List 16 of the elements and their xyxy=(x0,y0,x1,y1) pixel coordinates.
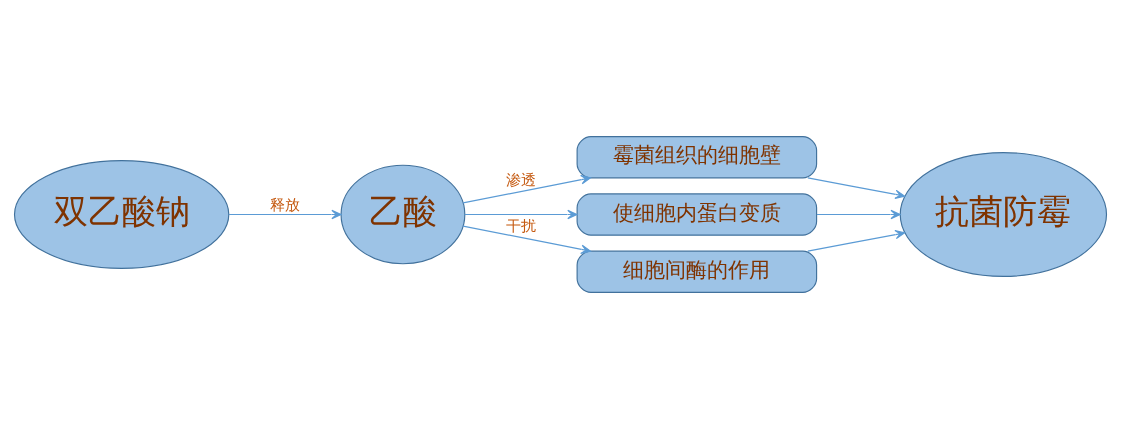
arrow xyxy=(228,209,342,219)
node-ellipse: 抗菌防霉 xyxy=(899,151,1108,277)
edge-label: 干扰 xyxy=(505,216,536,235)
edge-label: 渗透 xyxy=(505,170,536,189)
arrow xyxy=(816,209,901,219)
arrow xyxy=(464,209,578,219)
node-box: 使细胞内蛋白变质 xyxy=(576,192,818,236)
arrow xyxy=(807,229,906,252)
node-ellipse: 双乙酸钠 xyxy=(13,159,230,269)
node-box: 霉菌组织的细胞壁 xyxy=(576,135,818,178)
node-ellipse: 乙酸 xyxy=(340,164,466,264)
arrow xyxy=(807,176,906,199)
node-box: 细胞间酶的作用 xyxy=(576,250,818,293)
edge-label: 释放 xyxy=(269,195,300,214)
arrow xyxy=(462,225,592,254)
arrow xyxy=(462,174,592,203)
